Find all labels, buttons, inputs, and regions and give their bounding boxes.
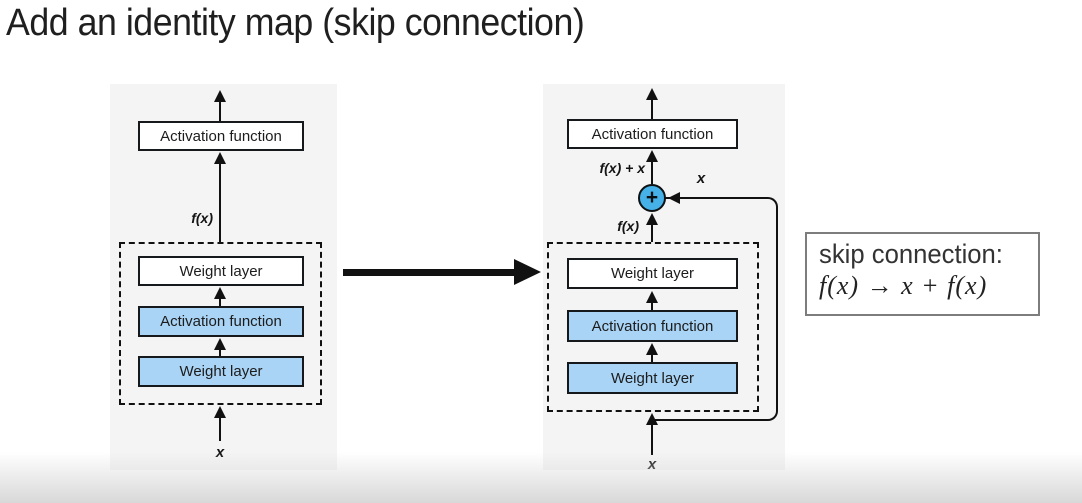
- up-arrowhead: [214, 287, 226, 299]
- fx-label: f(x): [617, 218, 639, 234]
- arrow-line: [651, 98, 653, 119]
- up-arrowhead: [646, 88, 658, 100]
- residual-block-outline: [547, 242, 759, 412]
- weight-layer-box: Weight layer: [567, 362, 738, 394]
- note-heading: skip connection:: [819, 239, 1003, 269]
- activation-function-box: Activation function: [138, 306, 304, 337]
- input-x-label: x: [647, 456, 657, 473]
- arrow-line: [219, 162, 221, 242]
- weight-layer-box: Weight layer: [567, 258, 738, 289]
- weight-layer-box: Weight layer: [138, 356, 304, 387]
- note-formula: f(x) → x + f(x): [819, 271, 988, 301]
- arrow-line: [651, 423, 653, 455]
- skip-connection-path: [652, 197, 778, 421]
- activation-function-label: Activation function: [591, 125, 714, 143]
- plus-icon: +: [645, 185, 659, 209]
- skip-connection-diagram: Activation function f(x) + x x + f(x) We…: [543, 84, 785, 473]
- activation-function-label: Activation function: [160, 313, 282, 330]
- sum-label: f(x) + x: [599, 160, 645, 176]
- arrow-line: [219, 416, 221, 441]
- up-arrowhead: [646, 291, 658, 303]
- plain-block-diagram: Activation function f(x) Weight layer Ac…: [110, 84, 337, 470]
- arrow-line: [651, 301, 653, 310]
- weight-layer-label: Weight layer: [179, 363, 263, 380]
- arrow-line: [651, 223, 653, 242]
- weight-layer-label: Weight layer: [610, 265, 695, 282]
- up-arrowhead: [214, 338, 226, 350]
- page-title: Add an identity map (skip connection): [6, 2, 585, 44]
- activation-function-box: Activation function: [567, 310, 738, 342]
- arrow-line: [219, 297, 221, 306]
- residual-block-outline: [119, 242, 322, 405]
- up-arrowhead: [214, 406, 226, 418]
- activation-function-label: Activation function: [160, 127, 282, 145]
- up-arrowhead: [646, 343, 658, 355]
- left-arrowhead: [668, 192, 680, 204]
- up-arrowhead: [214, 152, 226, 164]
- skip-connection-note: skip connection: f(x) → x + f(x): [805, 232, 1040, 316]
- arrow-line: [651, 353, 653, 362]
- activation-function-box: Activation function: [138, 121, 304, 151]
- up-arrowhead: [646, 150, 658, 162]
- weight-layer-label: Weight layer: [179, 262, 263, 280]
- transform-arrowhead: [514, 259, 541, 285]
- fx-label: f(x): [191, 210, 213, 226]
- input-x-label: x: [215, 444, 225, 461]
- activation-function-label: Activation function: [591, 317, 714, 335]
- arrow-line: [651, 160, 653, 184]
- up-arrowhead: [646, 213, 658, 225]
- up-arrowhead: [646, 413, 658, 425]
- transform-arrow: [343, 269, 517, 276]
- arrow-line: [219, 348, 221, 356]
- weight-layer-box: Weight layer: [138, 256, 304, 286]
- weight-layer-label: Weight layer: [610, 369, 695, 387]
- activation-function-box: Activation function: [567, 119, 738, 149]
- arrow-line: [219, 100, 221, 121]
- up-arrowhead: [214, 90, 226, 102]
- plus-circle: +: [638, 184, 666, 212]
- skip-x-label: x: [696, 170, 706, 187]
